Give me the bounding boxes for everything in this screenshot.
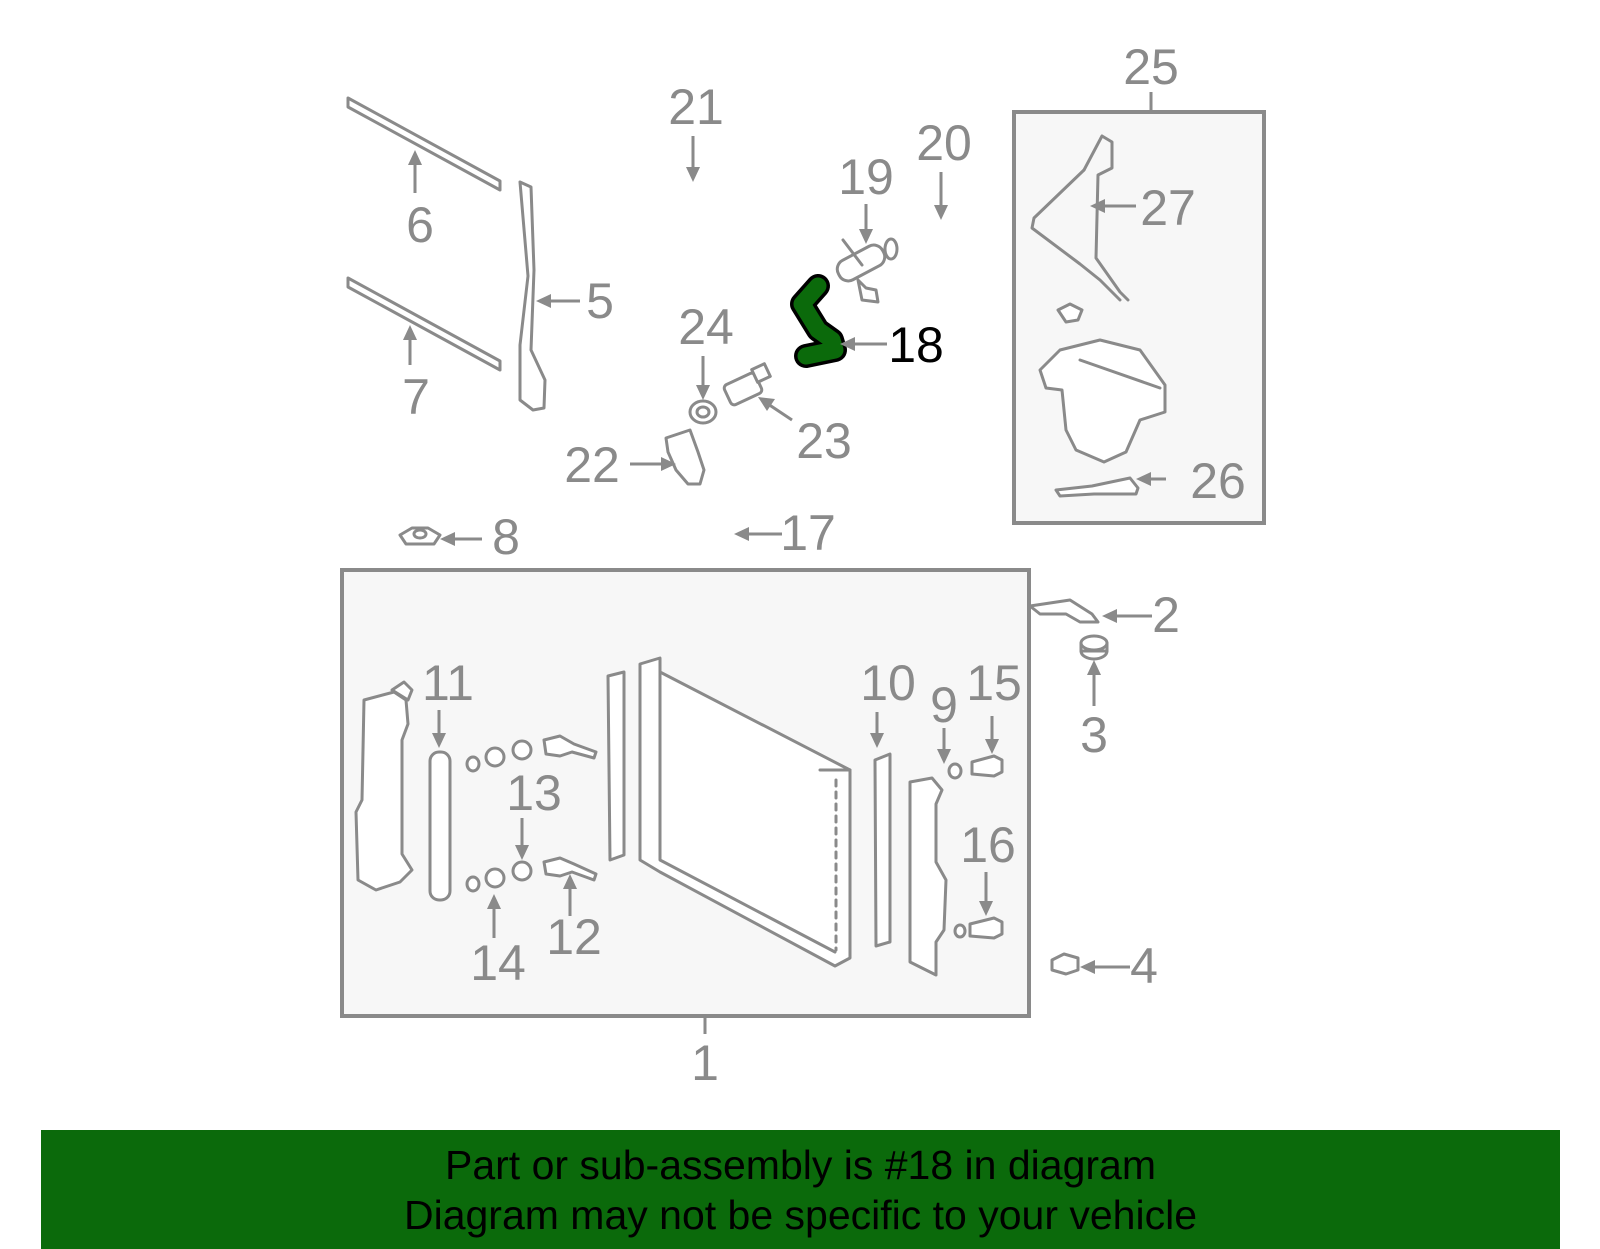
part-24-gasket (688, 399, 718, 425)
callout-22: 22 (564, 437, 620, 493)
part-23-thermostat (722, 362, 772, 407)
part-3-bushing (1079, 634, 1109, 661)
part-21-pipe (551, 102, 834, 234)
part-4-clip (1050, 952, 1080, 976)
callout-24: 24 (678, 299, 734, 355)
callout-6: 6 (406, 197, 434, 253)
callout-9: 9 (930, 677, 958, 733)
part-5-side-seal (518, 180, 547, 412)
callout-3: 3 (1080, 707, 1108, 763)
callout-25: 25 (1123, 39, 1179, 95)
part-19-fitting (835, 238, 887, 304)
arrows (403, 136, 1166, 974)
callout-16: 16 (960, 817, 1016, 873)
callout-21: 21 (668, 79, 724, 135)
callout-15: 15 (966, 655, 1022, 711)
part-22-housing (664, 428, 706, 486)
callout-23: 23 (796, 413, 852, 469)
callout-8: 8 (492, 509, 520, 565)
part-10-seal (873, 752, 892, 948)
side-seal-inside (606, 670, 626, 862)
part-13-washers (465, 739, 533, 893)
callout-4: 4 (1130, 938, 1158, 994)
part-12-fittings (542, 734, 598, 882)
callout-10: 10 (860, 655, 916, 711)
part-6-seal-strip (346, 96, 502, 192)
callout-11: 11 (422, 655, 474, 711)
part-15-plug (970, 754, 1004, 778)
info-banner: Part or sub-assembly is #18 in diagram D… (41, 1130, 1560, 1249)
callout-7: 7 (402, 369, 430, 425)
part-26-bracket (1054, 476, 1140, 498)
reservoir-inside-assembly (354, 680, 414, 892)
callout-26: 26 (1190, 453, 1246, 509)
callout-2: 2 (1152, 587, 1180, 643)
callout-13: 13 (506, 765, 562, 821)
part-9-panel (908, 762, 963, 977)
part-18-hose-highlighted (790, 274, 847, 368)
callout-5: 5 (586, 273, 614, 329)
part-8-cap (398, 526, 442, 546)
part-17-lower-hose (626, 498, 739, 547)
banner-line-1: Part or sub-assembly is #18 in diagram (445, 1141, 1156, 1188)
callout-20: 20 (916, 115, 972, 171)
callout-1: 1 (691, 1035, 719, 1091)
radiator-core (638, 656, 852, 968)
part-7-seal-strip (346, 276, 502, 372)
reservoir-tank (1038, 338, 1167, 464)
part-20-upper-hose (883, 199, 989, 261)
part-2-bracket (1028, 598, 1100, 624)
callout-19: 19 (838, 149, 894, 205)
reservoir-assembly-box (1012, 110, 1266, 525)
callout-12: 12 (546, 909, 602, 965)
callout-27: 27 (1140, 180, 1196, 236)
part-16-plug (953, 916, 1004, 940)
part-27-bracket (1030, 134, 1130, 324)
callout-14: 14 (470, 935, 526, 991)
part-11-tank (428, 750, 452, 902)
callout-18: 18 (888, 317, 944, 373)
banner-line-2: Diagram may not be specific to your vehi… (403, 1191, 1197, 1238)
callout-17: 17 (780, 505, 836, 561)
